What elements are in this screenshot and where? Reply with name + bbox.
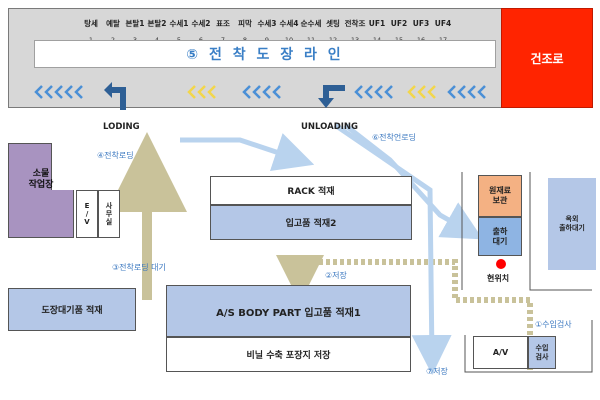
stage-label: 표조 [216,18,230,28]
stage-label: UF4 [434,18,452,28]
raw-storage-label: 원재료 보관 [488,186,512,205]
stage-label: UF2 [390,18,408,28]
stage-cell: 본탈1 [124,12,146,34]
vinyl-label: 비닐 수축 포장지 저장 [246,351,331,361]
step6-label: ⑥전착언로딩 [372,133,416,142]
rack-label: RACK 적재 [287,187,335,197]
stage-label: 수세1 [169,18,189,28]
stock1-storage: A/S BODY PART 입고품 적재1 [166,285,411,337]
stage-cell: UF2 [388,12,410,34]
drying-oven-label: 건조로 [530,51,564,66]
stock1-label: A/S BODY PART 입고품 적재1 [216,307,361,319]
ship-wait-label: 출하 대기 [492,226,508,246]
inspection-label: 수입 검사 [535,343,549,361]
office-label: 사 무 실 [105,202,113,226]
stage-cell: UF3 [410,12,432,34]
small-workshop-ext [8,190,74,238]
ev-label: E / V [84,202,90,226]
paint-wait-storage: 도장대기품 적재 [8,288,136,331]
stage-cell: 셋팅 [322,12,344,34]
step7-label: ⑦저장 [426,367,448,376]
stage-label: 수세2 [191,18,211,28]
stage-label: 순수세 [300,18,322,28]
line-title: ⑤ 전 착 도 장 라 인 [186,47,344,63]
stage-cell: 수세1 [168,12,190,34]
stage-label: 수세4 [279,18,299,28]
rack-storage: RACK 적재 [210,176,412,205]
stage-cell: 본탈2 [146,12,168,34]
path-unload-to-ship [343,123,484,240]
current-location-label: 현위치 [487,274,510,283]
stock2-storage: 입고품 적재2 [210,205,412,240]
ship-wait-area: 출하 대기 [478,217,522,256]
path-inspection-to-storage [276,255,533,370]
step1-label: ①수입검사 [535,320,572,329]
stage-cell: 예탈 [102,12,124,34]
office-box: 사 무 실 [98,190,120,238]
step3-label: ③전착로딩 대기 [112,263,166,272]
stage-cell: 수세4 [278,12,300,34]
stage-cell: 탕세 [80,12,102,34]
inspection-box: 수입 검사 [528,336,556,369]
stage-label: 예탈 [106,18,120,28]
av-label: A/V [492,348,509,357]
stock2-label: 입고품 적재2 [285,219,337,229]
ev-box: E / V [76,190,98,238]
line-title-band: ⑤ 전 착 도 장 라 인 [34,40,496,68]
vinyl-storage: 비닐 수축 포장지 저장 [166,337,411,372]
stage-label: 피막 [238,18,252,28]
stage-cell: UF4 [432,12,454,34]
stage-label: 전착조 [344,18,366,28]
path-unload-to-storage [333,122,452,375]
stage-label: 본탈1 [125,18,145,28]
stage-cell: 피막 [234,12,256,34]
stage-label: UF1 [368,18,386,28]
stage-cell: UF1 [366,12,388,34]
path-loading-to-rack [180,133,315,172]
stage-cell: 표조 [212,12,234,34]
small-workshop-label: 소물 작업장 [28,169,54,190]
stage-label: 수세3 [257,18,277,28]
loading-label: LODING [103,122,140,132]
drying-oven: 건조로 [501,8,593,108]
av-box: A/V [473,336,528,369]
outdoor-ship-label: 옥외 출하대기 [559,215,585,232]
current-location-marker [496,259,506,269]
raw-material-storage: 원재료 보관 [478,175,522,217]
stage-label: UF3 [412,18,430,28]
stage-cell: 수세2 [190,12,212,34]
step4-label: ④전착로딩 [97,151,134,160]
stage-label: 탕세 [84,18,98,28]
paint-wait-label: 도장대기품 적재 [41,306,103,316]
unloading-label: UNLOADING [301,122,359,132]
stage-cell: 전착조 [344,12,366,34]
stage-cell: 순수세 [300,12,322,34]
flow-chevrons [34,82,486,110]
stage-label: 셋팅 [326,18,340,28]
step2-label: ②저장 [325,271,347,280]
outdoor-ship-wait: 옥외 출하대기 [548,178,596,270]
stage-cell: 수세3 [256,12,278,34]
stage-label: 본탈2 [147,18,167,28]
